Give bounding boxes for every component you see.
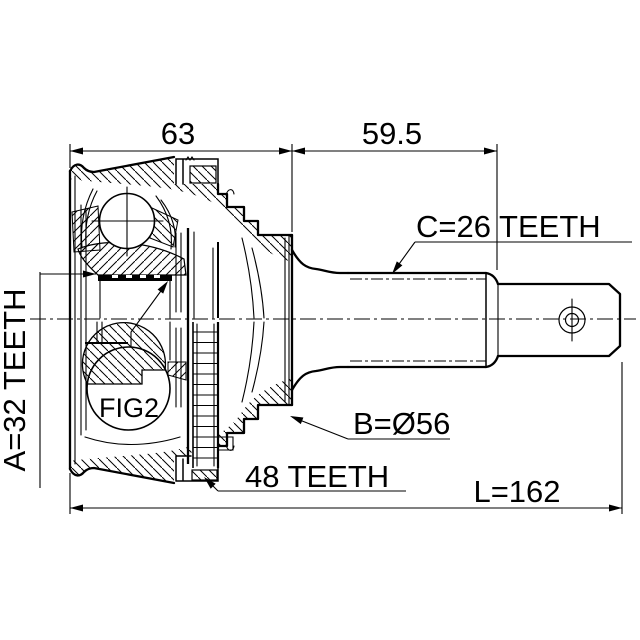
fig2-detail-balloon: FIG2: [81, 281, 171, 431]
diameter-b-label: B=Ø56: [353, 406, 450, 441]
fig2-leader-arrow: [157, 281, 168, 294]
boot-clamp-bottom: [175, 455, 219, 482]
callout-spline-c: C=26 TEETH: [392, 209, 632, 274]
fig2-label: FIG2: [99, 393, 159, 423]
dim-length-label: L=162: [473, 474, 560, 509]
bell-inner-curves: [241, 237, 265, 403]
housing-section-hatch: [70, 157, 292, 483]
center-hole-symbol: [558, 298, 586, 342]
dim-59-5-label: 59.5: [362, 116, 422, 151]
dimension-63: 63: [69, 116, 293, 232]
output-shaft: [290, 248, 622, 392]
ball-bearing: [91, 186, 164, 257]
callout-diameter-b: B=Ø56: [290, 406, 450, 441]
callout-spline-a: A=32 TEETH: [0, 270, 96, 488]
housing-outline: [68, 155, 294, 485]
dimension-59-5: 59.5: [292, 116, 498, 270]
spline-c-label: C=26 TEETH: [416, 209, 601, 244]
dimension-length: L=162: [69, 362, 623, 514]
ring-teeth-label: 48 TEETH: [245, 459, 389, 494]
spline-a-label: A=32 TEETH: [0, 289, 32, 472]
dim-63-label: 63: [161, 116, 195, 151]
abs-tooth-ring: [191, 231, 234, 468]
callout-ring-teeth: 48 TEETH: [204, 459, 406, 494]
boot-clamp-top: [175, 156, 219, 185]
